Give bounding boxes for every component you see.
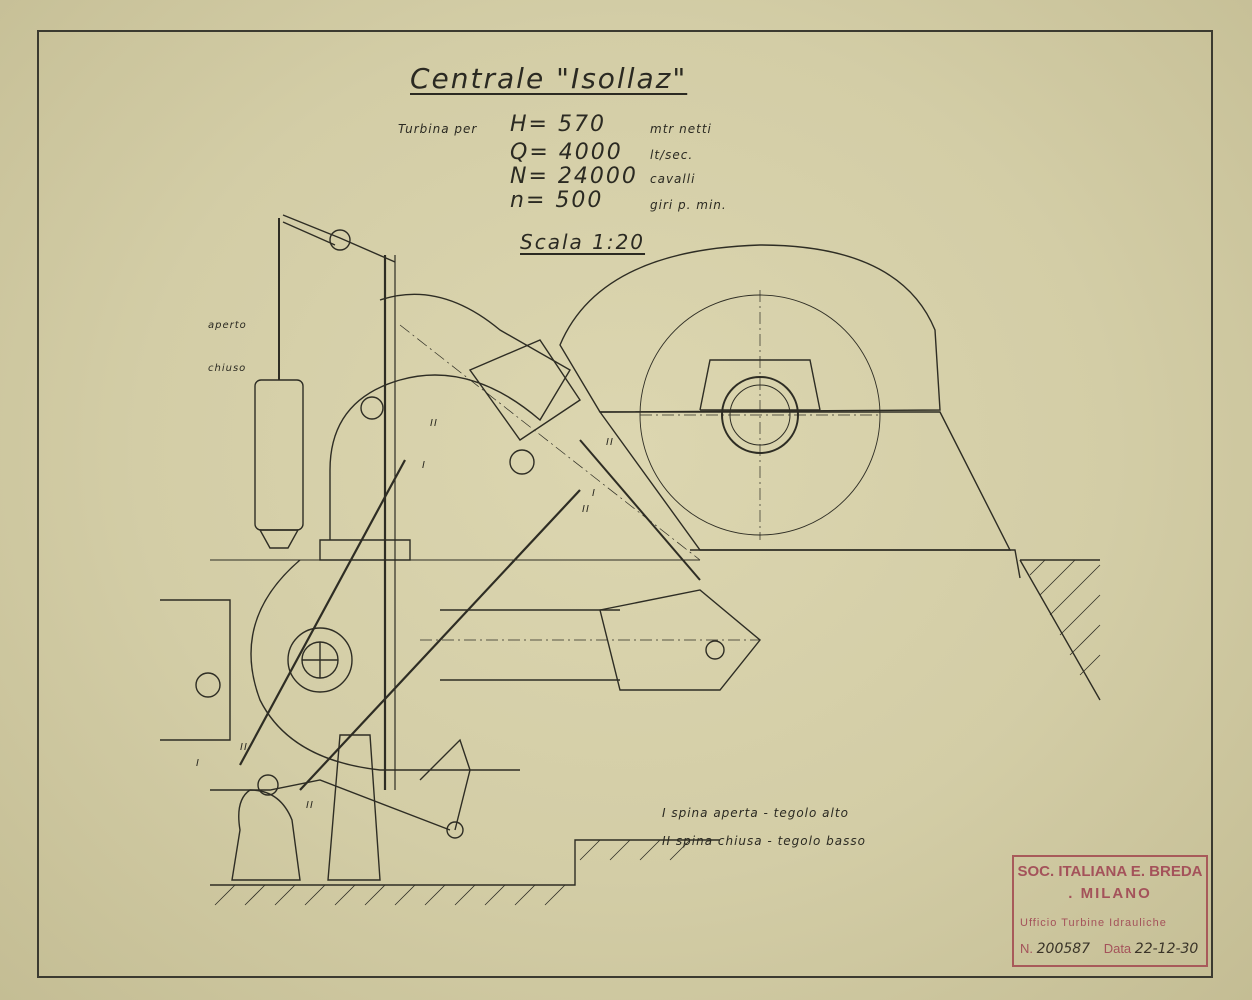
mark-II-upper: II bbox=[430, 418, 438, 429]
spec-head-value: H= 570 bbox=[510, 112, 606, 137]
drawing-title: Centrale "Isollaz" bbox=[410, 62, 688, 95]
lower-hinge bbox=[705, 640, 725, 660]
lower-nozzle bbox=[599, 589, 761, 691]
left-boss bbox=[195, 672, 221, 698]
stamp-date-value: 22-12-30 bbox=[1134, 941, 1199, 957]
rod-5 bbox=[579, 439, 701, 581]
upper-nozzle bbox=[468, 339, 581, 441]
main-pipe bbox=[250, 559, 520, 771]
generator-housing bbox=[559, 244, 941, 413]
lower-bracket bbox=[419, 738, 471, 831]
ground-hatch-right bbox=[1029, 559, 1101, 676]
left-flange bbox=[160, 599, 231, 741]
chiuso-label: chiuso bbox=[208, 363, 247, 374]
upper-hinge bbox=[509, 449, 535, 475]
lower-lever bbox=[210, 779, 451, 831]
legend-closed: II spina chiusa - tegolo basso bbox=[662, 834, 866, 848]
pedestal-left bbox=[231, 789, 301, 881]
stamp-number-row: N. 200587 Data 22-12-30 bbox=[1020, 941, 1198, 957]
pedestal-center bbox=[327, 734, 381, 881]
servomotor-cylinder bbox=[254, 379, 304, 531]
scale-label: Scala 1:20 bbox=[520, 230, 646, 254]
mark-II-bottom: II bbox=[306, 800, 314, 811]
base-plate bbox=[690, 549, 1021, 579]
spec-flow-unit: lt/sec. bbox=[650, 148, 694, 162]
lower-right-pivot bbox=[446, 821, 464, 839]
stamp-date-label: Data bbox=[1103, 941, 1132, 956]
legend-open: I spina aperta - tegolo alto bbox=[662, 806, 849, 820]
inspection-flange bbox=[287, 627, 353, 693]
ground-hatch-bottom bbox=[214, 839, 691, 906]
stamp-city: . MILANO bbox=[1068, 885, 1152, 902]
spec-power-value: N= 24000 bbox=[510, 164, 638, 189]
spec-turbina-label: Turbina per bbox=[398, 122, 478, 136]
mark-II-right: II bbox=[582, 504, 590, 515]
ground-right bbox=[1019, 559, 1101, 701]
spec-flow-value: Q= 4000 bbox=[510, 140, 623, 165]
spec-power-unit: cavalli bbox=[650, 172, 696, 186]
stamp-number-value: 200587 bbox=[1036, 941, 1091, 957]
foundation-block bbox=[598, 411, 1012, 551]
mark-I-lower: I bbox=[196, 758, 200, 769]
stamp-company: SOC. ITALIANA E. BREDA bbox=[1017, 863, 1203, 880]
top-pivot bbox=[329, 229, 351, 251]
top-lever bbox=[282, 214, 396, 263]
penstock-bend bbox=[319, 539, 411, 561]
stamp-number-label: N. bbox=[1020, 941, 1033, 956]
spec-head-unit: mtr netti bbox=[650, 122, 712, 136]
mid-pivot bbox=[360, 396, 384, 420]
company-stamp: SOC. ITALIANA E. BREDA . MILANO Ufficio … bbox=[1012, 855, 1208, 967]
mark-I-upper: I bbox=[422, 460, 426, 471]
aperto-label: aperto bbox=[208, 320, 247, 331]
ground-line bbox=[210, 839, 720, 886]
stamp-office: Ufficio Turbine Idrauliche bbox=[1020, 917, 1167, 929]
upper-nozzle-pipe bbox=[329, 293, 571, 540]
mark-II-nozzle: II bbox=[606, 437, 614, 448]
lower-left-pivot bbox=[257, 774, 279, 796]
drawing-border bbox=[37, 30, 1213, 978]
rod-3 bbox=[239, 459, 406, 766]
horizontal-pipe bbox=[440, 609, 620, 681]
rod-4 bbox=[299, 489, 581, 791]
mark-II-lower: II bbox=[240, 742, 248, 753]
spec-rpm-unit: giri p. min. bbox=[650, 198, 727, 212]
spec-rpm-value: n= 500 bbox=[510, 188, 604, 213]
mark-I-right: I bbox=[592, 488, 596, 499]
